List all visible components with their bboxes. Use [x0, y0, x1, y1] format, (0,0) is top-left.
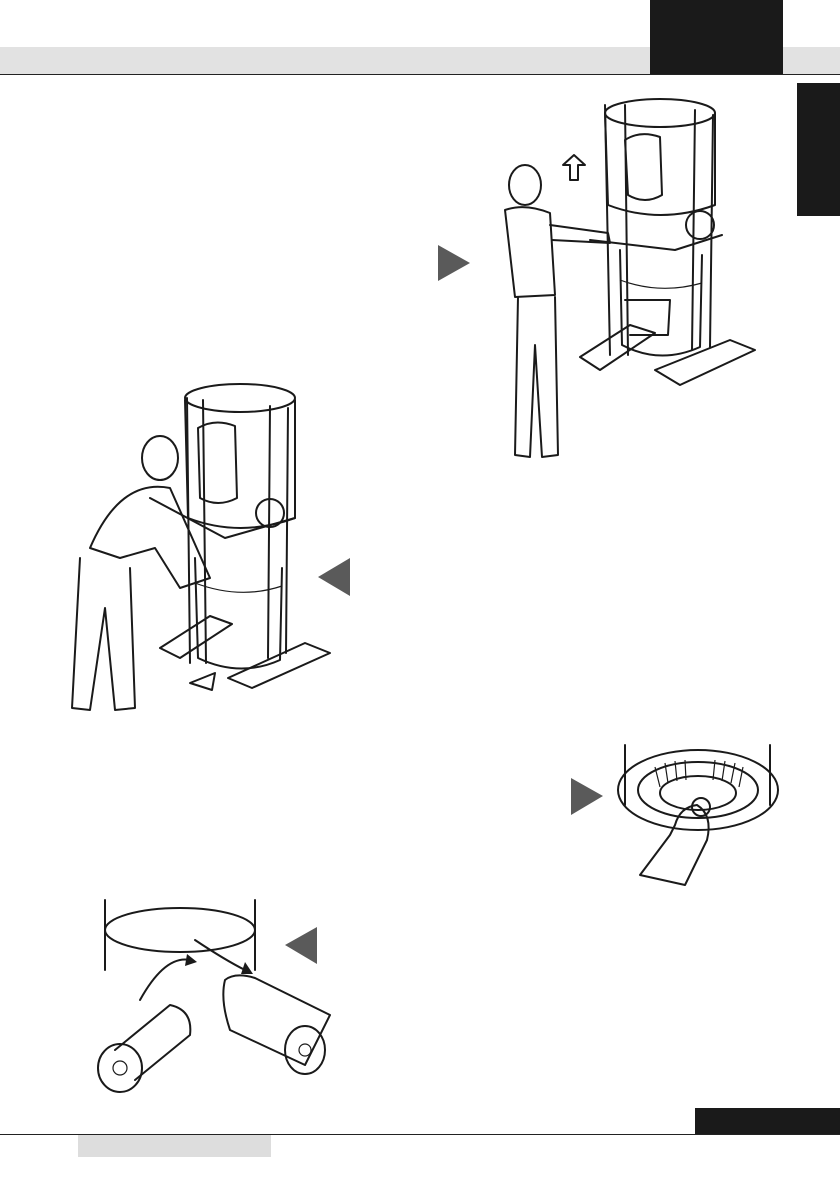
filter-housing-illustration	[105, 900, 255, 1000]
vacuum-unit-illustration	[150, 384, 330, 690]
new-filter-cartridge-illustration	[223, 975, 330, 1074]
person-illustration	[505, 155, 610, 457]
header-tab	[650, 0, 783, 74]
filter-housing-illustration	[618, 745, 778, 830]
figure-lift-container	[430, 85, 770, 475]
left-pointer-arrow-icon	[285, 927, 317, 964]
figure-unscrew-knob	[565, 745, 780, 895]
language-side-tab	[797, 83, 840, 216]
figure-remove-bin	[60, 378, 360, 738]
old-filter-cartridge-illustration	[98, 1005, 190, 1092]
footer-box	[78, 1135, 271, 1157]
left-pointer-arrow-icon	[318, 558, 350, 596]
page-number-box	[695, 1108, 840, 1134]
right-pointer-arrow-icon	[438, 245, 470, 281]
figure-replace-filter	[95, 900, 335, 1110]
right-pointer-arrow-icon	[571, 778, 603, 815]
